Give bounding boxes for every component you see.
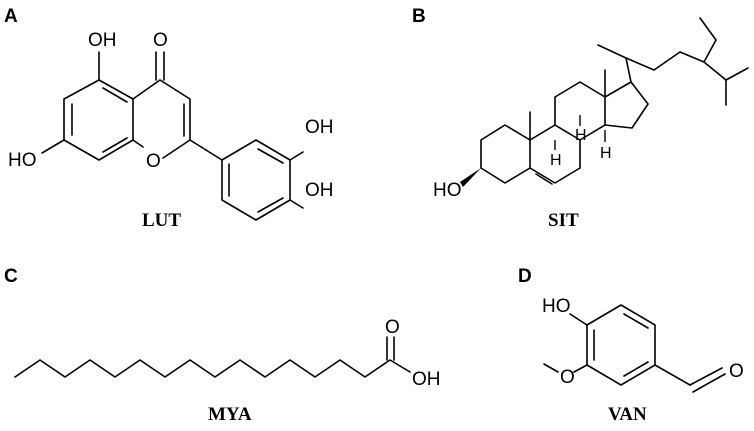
panel-b-letter: B (412, 6, 426, 27)
lut-oh-right-upper: OH (305, 117, 334, 138)
lut-oh-top: OH (88, 30, 117, 51)
van-aldehyde-o: O (729, 361, 744, 382)
panel-c: C O OH MYA (4, 266, 441, 425)
van-methoxy-o: O (560, 367, 575, 388)
mya-caption: MYA (208, 404, 252, 425)
panel-c-letter: C (4, 266, 18, 287)
lut-oxo: O (153, 30, 168, 51)
panel-b: B (412, 6, 749, 231)
mya-structure: O OH (14, 317, 441, 390)
sit-oh-wedge (460, 168, 481, 187)
van-caption: VAN (608, 404, 647, 425)
sit-structure: HO H H H (433, 17, 749, 201)
lut-ring-o: O (146, 151, 161, 172)
sit-ho: HO (433, 180, 462, 201)
van-structure: HO O O (542, 296, 744, 393)
sit-h-2: H (575, 127, 587, 144)
panel-a: A (4, 6, 334, 231)
panel-d: D HO O O VAN (518, 266, 744, 425)
van-ho: HO (542, 296, 571, 317)
sit-h-1: H (550, 152, 562, 169)
lut-caption: LUT (142, 210, 181, 231)
panel-d-letter: D (518, 266, 532, 287)
panel-a-letter: A (4, 6, 18, 27)
lut-structure: OH O HO O OH OH (8, 30, 334, 221)
sit-caption: SIT (548, 210, 579, 231)
sit-h-3: H (600, 145, 612, 162)
mya-oxo: O (385, 317, 400, 338)
lut-oh-right-lower: OH (305, 180, 334, 201)
mya-oh: OH (412, 369, 441, 390)
lut-ho-left: HO (8, 150, 37, 171)
